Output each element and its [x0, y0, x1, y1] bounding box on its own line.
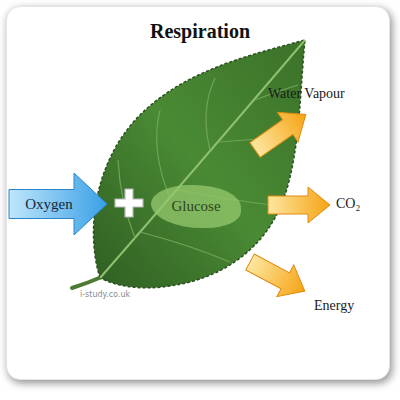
product-label: Energy: [314, 298, 354, 314]
output-arrow: [245, 100, 316, 165]
leaf-blade: [93, 40, 305, 288]
input-arrow: Oxygen: [8, 172, 108, 236]
output-arrow: [268, 187, 330, 223]
watermark: i-study.co.uk: [80, 290, 130, 299]
product-label: CO₂: [336, 196, 360, 212]
leaf-midrib: [100, 40, 305, 278]
leaf-veins: [118, 78, 298, 262]
node-text: Oxygen: [12, 196, 86, 213]
arrow-outline: [9, 173, 107, 235]
product-label: Water Vapour: [268, 86, 345, 102]
output-arrow: [242, 246, 314, 307]
diagram-title: Respiration: [0, 20, 400, 43]
node-text: Glucose: [171, 198, 220, 215]
plus-sign: [115, 189, 143, 217]
